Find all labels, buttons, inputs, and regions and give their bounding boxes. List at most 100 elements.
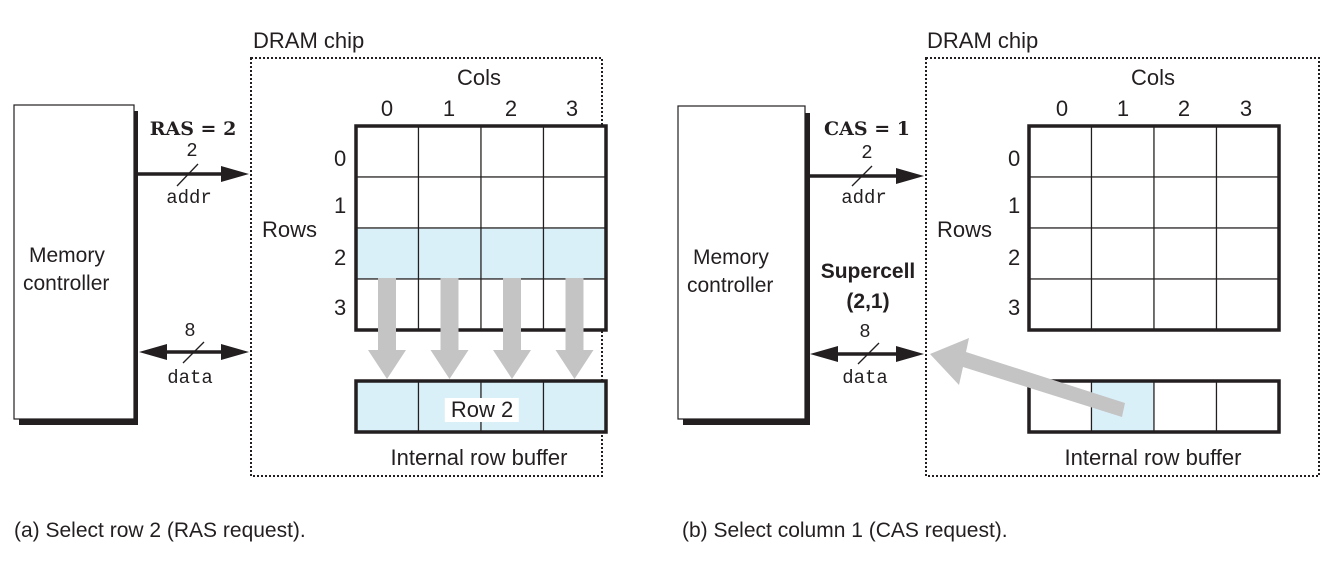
dram-cell-r0-c1 xyxy=(417,125,482,178)
row-index-1: 1 xyxy=(334,193,347,218)
panel-cas: DRAM chip Cols 0 1 2 3 0 1 Rows 2 3 Memo… xyxy=(668,0,1336,561)
addr-width-slash xyxy=(176,163,199,187)
row-index-0: 0 xyxy=(334,146,347,171)
supercell-label-line1: Supercell xyxy=(820,260,916,283)
row-index-0: 0 xyxy=(1008,146,1021,171)
row-index-1: 1 xyxy=(1008,193,1021,218)
dram-cell-r3-c3 xyxy=(1215,278,1280,331)
data-width-label: 8 xyxy=(184,320,196,342)
col-index-1: 1 xyxy=(442,96,456,121)
dram-array-grid xyxy=(354,124,608,332)
addr-arrowhead xyxy=(221,166,249,182)
figure-caption-b: (b) Select column 1 (CAS request). xyxy=(682,519,1008,542)
controller-label-line2: controller xyxy=(23,272,110,295)
dram-cell-r1-c3 xyxy=(1215,176,1280,229)
row-buffer-caption: Internal row buffer xyxy=(390,445,568,470)
data-width-slash xyxy=(182,341,205,364)
data-arrowhead-right xyxy=(896,346,924,362)
dram-chip-border xyxy=(925,57,1320,477)
col-index-1: 1 xyxy=(1116,96,1130,121)
dram-array-border xyxy=(354,124,608,332)
dram-cell-r0-c2 xyxy=(1153,125,1218,178)
controller-label-line1: Memory xyxy=(29,244,105,267)
row-index-3: 3 xyxy=(1008,295,1021,320)
row-index-2: 2 xyxy=(1008,245,1021,270)
dram-cell-r2-c2 xyxy=(1153,227,1218,280)
row-index-2: 2 xyxy=(334,245,347,270)
dram-cell-r1-c0 xyxy=(1028,176,1093,229)
dram-cell-r0-c0 xyxy=(355,125,420,178)
row-transfer-arrow-2 xyxy=(493,278,531,379)
addr-bus-label: addr xyxy=(166,187,212,209)
addr-width-slash xyxy=(851,165,873,187)
col-index-3: 3 xyxy=(565,96,579,121)
col-index-0: 0 xyxy=(1055,96,1069,121)
dram-array-grid xyxy=(1027,124,1281,332)
rows-label: Rows xyxy=(937,217,993,242)
row-transfer-arrow-0 xyxy=(368,278,406,379)
dram-cell-r1-c2 xyxy=(1153,176,1218,229)
col-index-0: 0 xyxy=(380,96,394,121)
dram-cell-r2-c3 xyxy=(542,227,607,280)
row-buffer-cell-0 xyxy=(355,380,420,433)
rows-label: Rows xyxy=(262,217,318,242)
dram-chip-label: DRAM chip xyxy=(253,28,365,53)
addr-bus-label: addr xyxy=(841,187,887,209)
data-arrowhead-left xyxy=(139,344,167,360)
dram-cell-r2-c1 xyxy=(1090,227,1155,280)
dram-cell-r1-c3 xyxy=(542,176,607,229)
dram-cell-r1-c1 xyxy=(1090,176,1155,229)
row-buffer-cell-3 xyxy=(542,380,607,433)
controller-label-line2: controller xyxy=(687,274,774,297)
dram-array-border xyxy=(1027,124,1281,332)
dram-cell-r2-c0 xyxy=(1028,227,1093,280)
dram-cell-r0-c2 xyxy=(480,125,545,178)
dram-cell-r2-c3 xyxy=(1215,227,1280,280)
row-transfer-arrows xyxy=(368,278,594,379)
data-width-slash xyxy=(857,342,880,365)
dram-cell-r3-c1 xyxy=(1090,278,1155,331)
row-buffer-cell-2 xyxy=(1153,380,1218,433)
panel-ras: DRAM chip Cols 0 1 2 3 0 1 Rows 2 3 Memo… xyxy=(13,28,608,542)
data-arrowhead-left xyxy=(810,346,838,362)
dram-cell-r3-c2 xyxy=(1153,278,1218,331)
ras-signal-label: RAS = 2 xyxy=(149,118,237,140)
row-buffer-border xyxy=(354,379,608,434)
row-index-3: 3 xyxy=(334,295,347,320)
row-buffer-caption: Internal row buffer xyxy=(1064,445,1242,470)
dram-cell-r1-c1 xyxy=(417,176,482,229)
row-buffer xyxy=(354,379,608,434)
figure-caption-a: (a) Select row 2 (RAS request). xyxy=(14,519,306,542)
addr-width-label: 2 xyxy=(186,140,198,162)
dram-cell-r0-c3 xyxy=(542,125,607,178)
addr-width-label: 2 xyxy=(861,142,873,164)
data-arrowhead-right xyxy=(221,344,249,360)
dram-chip-label: DRAM chip xyxy=(927,28,1039,53)
dram-cell-r2-c1 xyxy=(417,227,482,280)
dram-cell-r3-c0 xyxy=(1028,278,1093,331)
controller-label-line1: Memory xyxy=(693,246,769,269)
memory-controller-box xyxy=(677,105,806,420)
dram-cell-r2-c0 xyxy=(355,227,420,280)
col-index-3: 3 xyxy=(1239,96,1253,121)
data-bus-label: data xyxy=(842,367,888,389)
col-index-2: 2 xyxy=(1177,96,1191,121)
dram-cell-r0-c0 xyxy=(1028,125,1093,178)
dram-cell-r2-c2 xyxy=(480,227,545,280)
data-width-label: 8 xyxy=(859,321,871,343)
addr-arrowhead xyxy=(896,168,924,184)
supercell-transfer-arrow xyxy=(930,338,1125,417)
data-bus-label: data xyxy=(167,367,213,389)
row-buffer-content-label: Row 2 xyxy=(444,398,520,422)
dram-cell-r1-c2 xyxy=(480,176,545,229)
row-transfer-arrow-3 xyxy=(555,278,594,379)
dram-cell-r0-c3 xyxy=(1215,125,1280,178)
cols-label: Cols xyxy=(1130,65,1176,90)
row-transfer-arrow-1 xyxy=(430,278,469,379)
row-buffer-cell-3 xyxy=(1215,380,1280,433)
supercell-label-line2: (2,1) xyxy=(846,290,890,313)
cas-signal-label: CAS = 1 xyxy=(824,118,910,140)
panel-a-shapes xyxy=(13,57,608,477)
dram-cell-r0-c1 xyxy=(1090,125,1155,178)
panel-b-shapes xyxy=(677,57,1320,477)
